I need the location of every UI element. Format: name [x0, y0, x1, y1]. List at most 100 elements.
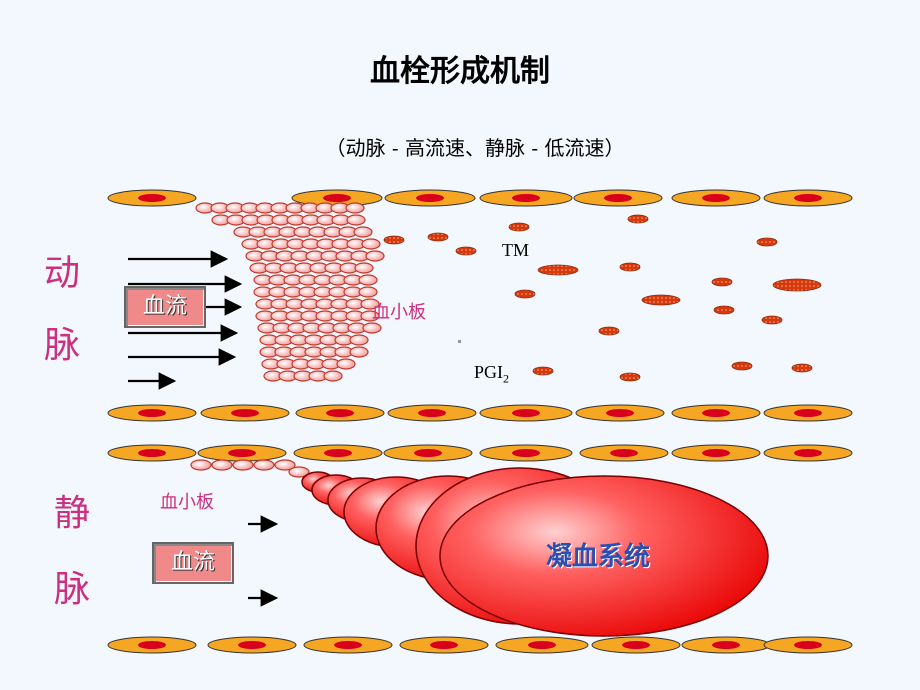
coagulation-system-label: 凝血系统 — [546, 542, 651, 572]
endothelial-cell — [763, 636, 853, 654]
free-platelet — [627, 214, 649, 224]
endothelial-cell-nucleus — [430, 641, 458, 649]
endothelial-cell — [591, 636, 681, 654]
endothelial-cell-nucleus — [228, 449, 256, 457]
endothelial-cell-nucleus — [794, 449, 822, 457]
artery-platelet-aggregate — [195, 202, 385, 382]
free-platelet — [713, 305, 735, 315]
endothelial-cell — [671, 404, 761, 422]
endothelial-cell-nucleus — [622, 641, 650, 649]
free-platelet — [537, 264, 579, 276]
dot-mark — [458, 340, 461, 343]
endothelial-cell-nucleus — [794, 194, 822, 202]
vein-label-1: 静 — [54, 493, 91, 534]
vein-platelet-label: 血小板 — [160, 492, 214, 513]
page-subtitle: （动脉 - 高流速、静脉 - 低流速） — [325, 136, 625, 160]
free-platelet — [731, 361, 753, 371]
pgi2-label-main: PGI — [474, 362, 504, 382]
endothelial-cell — [107, 444, 197, 462]
free-platelet — [641, 294, 681, 306]
flow-arrows — [128, 250, 279, 607]
platelet — [361, 238, 381, 250]
free-platelet — [508, 222, 530, 232]
platelet — [323, 370, 343, 382]
artery-label-2: 脉 — [44, 325, 81, 366]
artery-flow-button[interactable]: 血流 — [124, 286, 206, 328]
platelet — [353, 226, 373, 238]
platelet — [345, 202, 365, 214]
free-platelet — [761, 315, 783, 325]
endothelial-cell — [207, 636, 297, 654]
platelet — [274, 459, 296, 471]
platelet — [346, 214, 366, 226]
free-platelet — [383, 235, 405, 245]
endothelial-cell — [579, 444, 669, 462]
endothelial-cell-nucleus — [528, 641, 556, 649]
endothelial-cell — [671, 444, 761, 462]
endothelial-cell-nucleus — [512, 194, 540, 202]
endothelial-cell — [295, 404, 385, 422]
endothelial-cell — [384, 189, 476, 207]
endothelial-cell-nucleus — [702, 449, 730, 457]
platelet — [358, 286, 378, 298]
endothelial-cell-nucleus — [231, 409, 259, 417]
free-platelet — [532, 366, 554, 376]
endothelial-cell — [291, 189, 383, 207]
endothelial-cell-nucleus — [326, 409, 354, 417]
platelet — [336, 358, 356, 370]
endothelial-cell — [495, 636, 589, 654]
endothelial-cell-nucleus — [512, 409, 540, 417]
free-platelet — [711, 277, 733, 287]
endothelial-cell — [293, 444, 383, 462]
pgi2-label-sub: 2 — [503, 371, 510, 386]
endothelial-cell — [763, 404, 853, 422]
endothelial-cell — [681, 636, 771, 654]
endothelial-cell — [303, 636, 393, 654]
endothelial-cell-nucleus — [334, 641, 362, 649]
free-platelet — [619, 262, 641, 272]
platelet — [354, 262, 374, 274]
endothelial-cell-nucleus — [610, 449, 638, 457]
free-platelet — [791, 363, 813, 373]
artery-platelet-label: 血小板 — [372, 302, 426, 323]
artery-label-1: 动 — [44, 253, 81, 294]
platelet — [288, 466, 310, 478]
endothelial-cell-nucleus — [418, 409, 446, 417]
platelet — [349, 346, 369, 358]
endothelial-cell — [763, 189, 853, 207]
free-platelet — [756, 237, 778, 247]
platelet — [232, 459, 254, 471]
endothelial-cell-nucleus — [323, 194, 351, 202]
endothelial-cell-nucleus — [604, 194, 632, 202]
endothelial-cell-nucleus — [702, 409, 730, 417]
vein-flow-button[interactable]: 血流 — [152, 542, 234, 584]
clot-segment — [439, 475, 769, 637]
endothelial-cell — [479, 404, 573, 422]
platelet — [362, 322, 382, 334]
endothelial-cell-nucleus — [138, 194, 166, 202]
endothelial-cell-nucleus — [512, 449, 540, 457]
endothelial-cell-nucleus — [416, 194, 444, 202]
platelet — [190, 459, 212, 471]
platelet — [253, 459, 275, 471]
platelet — [211, 459, 233, 471]
venous-clot — [190, 459, 769, 637]
free-platelet — [514, 289, 536, 299]
endothelial-cell — [197, 444, 287, 462]
endothelial-cell — [383, 444, 473, 462]
pgi2-label: PGI2 — [474, 362, 509, 387]
endothelial-cell — [575, 404, 665, 422]
endothelial-cell — [479, 444, 573, 462]
endothelial-cell-nucleus — [324, 449, 352, 457]
endothelial-cell-nucleus — [794, 409, 822, 417]
endothelial-cell-nucleus — [138, 449, 166, 457]
endothelial-cell-nucleus — [138, 409, 166, 417]
endothelial-cell — [573, 189, 663, 207]
endothelial-cell-nucleus — [414, 449, 442, 457]
free-platelet — [598, 326, 620, 336]
page-title: 血栓形成机制 — [370, 54, 550, 89]
vein-label-2: 脉 — [54, 569, 91, 610]
free-platelet — [772, 278, 822, 292]
free-platelet — [455, 246, 477, 256]
endothelial-cell — [107, 189, 197, 207]
